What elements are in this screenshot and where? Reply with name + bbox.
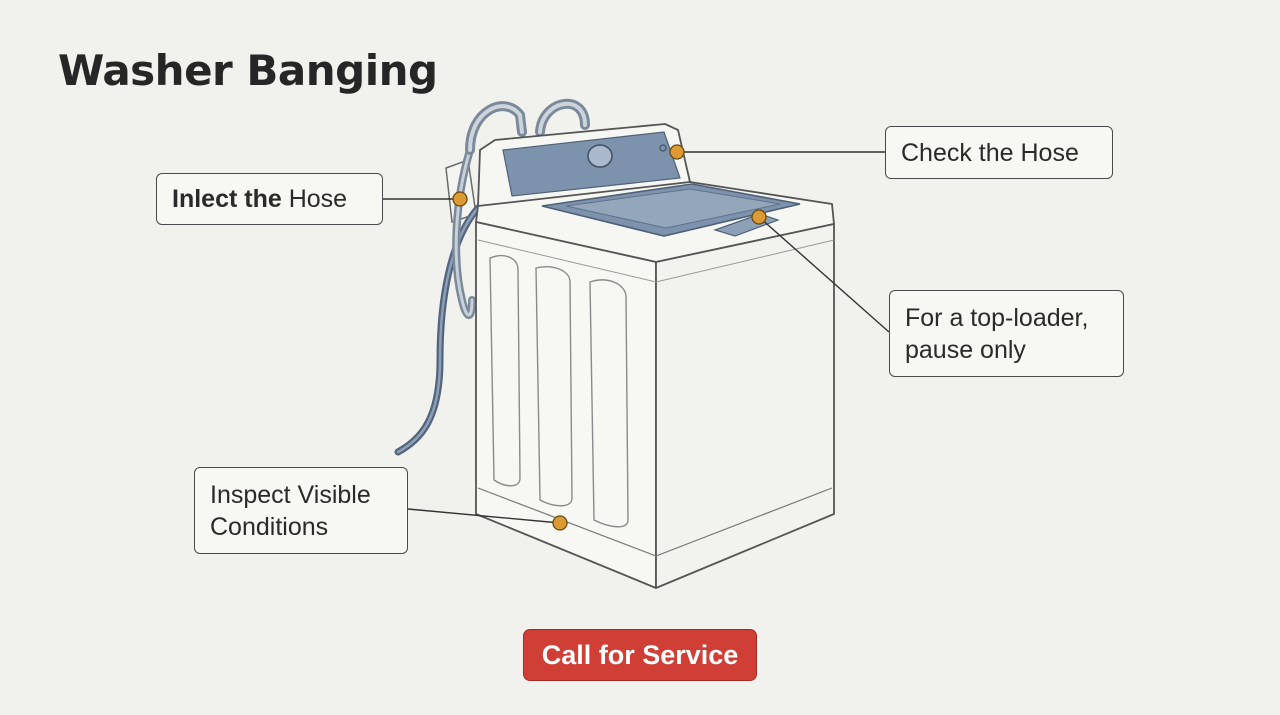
callout-top-loader-line2: pause only (905, 335, 1026, 364)
callout-inspect-line1: Inspect Visible (210, 480, 371, 509)
marker-dot-check-hose (669, 144, 685, 160)
leader-top-loader (758, 216, 890, 333)
drain-hose (394, 204, 482, 456)
leader-inspect (407, 508, 561, 524)
marker-dot-inlet-hose (452, 191, 468, 207)
callout-top-loader-line1: For a top-loader, (905, 303, 1089, 332)
callout-inlet-hose-rest: Hose (281, 185, 348, 213)
callout-check-hose-text: Check the Hose (901, 138, 1079, 167)
front-panel-1 (489, 254, 521, 487)
call-for-service-button[interactable]: Call for Service (523, 629, 757, 681)
callout-inspect: Inspect Visible Conditions (194, 467, 408, 554)
front-panel-3 (589, 279, 629, 528)
front-panel-2 (535, 266, 573, 507)
marker-dot-top-loader (751, 209, 767, 225)
callout-inlet-hose-bold: Inlect the (172, 185, 282, 213)
control-knob (587, 144, 613, 168)
page-title: Washer Banging (58, 46, 438, 95)
callout-check-hose: Check the Hose (885, 126, 1113, 179)
callout-top-loader: For a top-loader, pause only (889, 290, 1124, 377)
callout-inspect-line2: Conditions (210, 512, 329, 541)
cabinet-side (655, 223, 835, 589)
callout-inlet-hose: Inlect the Hose (156, 173, 383, 225)
marker-dot-inspect (552, 515, 568, 531)
cabinet-front (475, 221, 657, 589)
